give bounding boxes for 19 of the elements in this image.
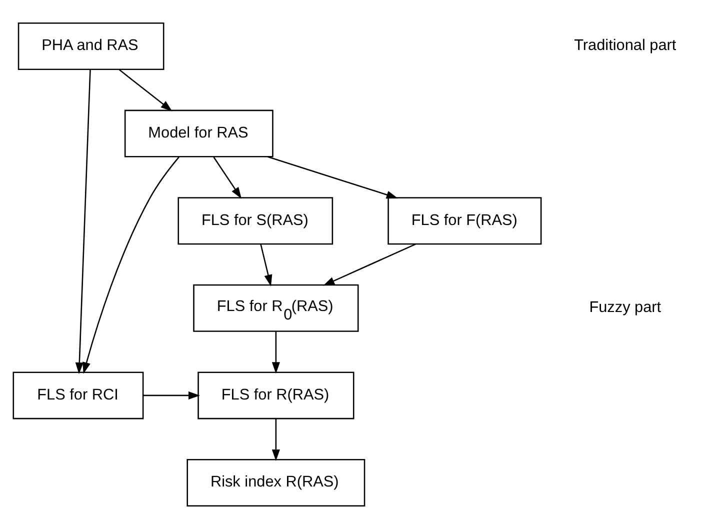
node-box: Model for RAS [124,110,274,158]
node-box: FLS for F(RAS) [388,197,542,245]
arrow [119,69,172,112]
arrow [272,419,280,462]
arrow [75,70,91,374]
arrow [268,156,398,199]
node-box: FLS for R(RAS) [198,372,354,420]
label: Fuzzy part [589,299,662,316]
arrow [143,391,200,400]
arrow [260,244,272,286]
node-box: FLS for RCI [12,372,144,420]
arrow [272,332,280,374]
node-box: FLS for S(RAS) [178,197,334,245]
arrow [323,244,416,286]
arrow [213,156,242,199]
arrow [82,156,180,374]
node-box: PHA and RAS [18,22,164,70]
node-box: Risk index R(RAS) [186,459,366,506]
label: Traditional part [574,37,676,54]
